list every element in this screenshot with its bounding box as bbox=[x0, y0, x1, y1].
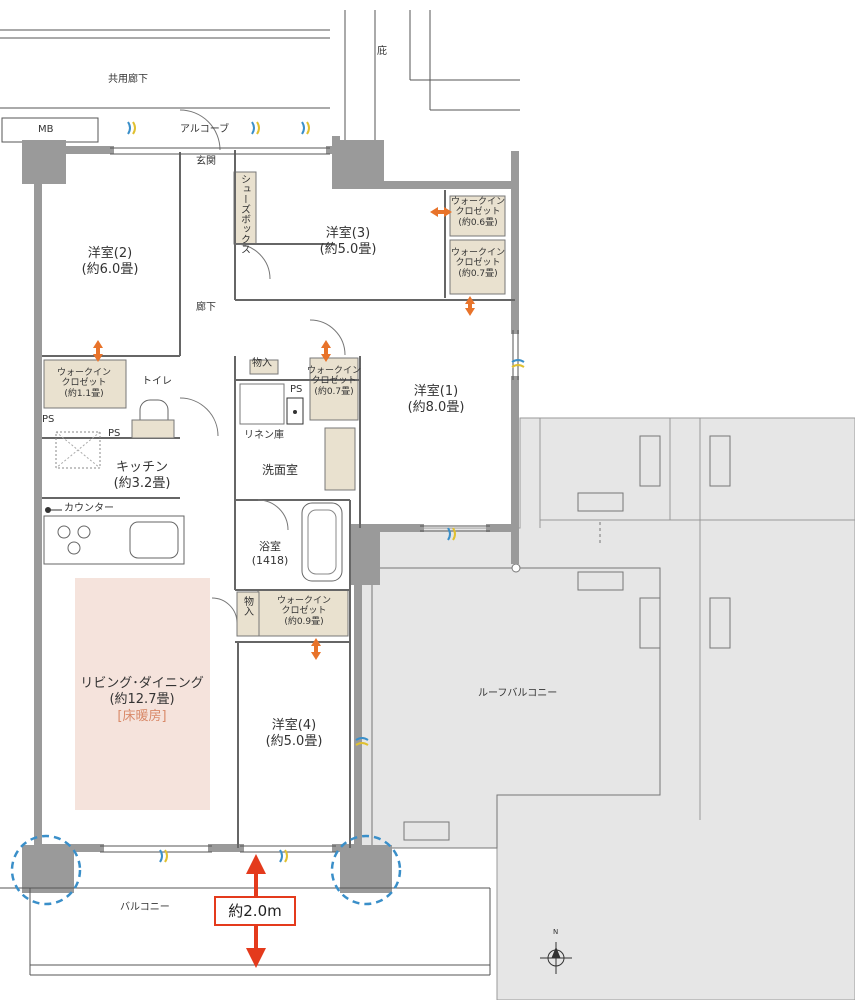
wic-e-l1: ウォークイン bbox=[276, 596, 332, 606]
room-western4-name: 洋室(4) bbox=[271, 718, 317, 733]
wic-d-box bbox=[43, 359, 127, 409]
wic-d-l3: (約1.1畳) bbox=[64, 388, 104, 399]
floor-heating-area bbox=[75, 578, 210, 810]
counter-dot bbox=[45, 507, 51, 513]
wic-d-l2: クロゼット bbox=[61, 378, 107, 389]
hall-label: 廊下 bbox=[196, 302, 216, 313]
room-living-note: [床暖房] bbox=[117, 708, 167, 724]
ps-kitchen-label: PS bbox=[108, 428, 121, 439]
room-western4-size: (約5.0畳) bbox=[265, 734, 323, 750]
washroom-label: 洗面室 bbox=[262, 463, 299, 477]
room-western2-name: 洋室(2) bbox=[87, 246, 133, 261]
ps-center-label: PS bbox=[290, 384, 303, 395]
room-western3: 洋室(3) (約5.0畳) bbox=[320, 226, 377, 259]
room-bath-name: 浴室 bbox=[258, 540, 281, 553]
wic-a-l2: クロゼット bbox=[455, 207, 501, 218]
wic-e-box bbox=[257, 589, 349, 637]
room-western2: 洋室(2) (約6.0畳) bbox=[82, 246, 139, 279]
counter-label: カウンター bbox=[64, 503, 114, 514]
wic-b-l2: クロゼット bbox=[455, 258, 501, 269]
roof-balcony-area bbox=[354, 417, 855, 1000]
roof-balcony-label: ルーフバルコニー bbox=[478, 688, 558, 699]
wic-e-l2: クロゼット bbox=[281, 606, 327, 617]
compass-icon bbox=[540, 942, 572, 974]
room-bath: 浴室 (1418) bbox=[252, 540, 289, 568]
mb-box bbox=[1, 117, 99, 143]
wic-e-l3: (約0.9畳) bbox=[284, 616, 324, 627]
wic-b-l1: ウォークイン bbox=[450, 248, 506, 258]
niwa-label: 庇 bbox=[377, 46, 387, 57]
wic-e: ウォークイン クロゼット (約0.9畳) bbox=[277, 596, 331, 627]
room-western3-size: (約5.0畳) bbox=[319, 242, 377, 258]
column-nw bbox=[22, 140, 66, 184]
wic-a-l1: ウォークイン bbox=[450, 197, 506, 207]
room-western3-name: 洋室(3) bbox=[325, 226, 371, 241]
room-kitchen: キッチン (約3.2畳) bbox=[114, 460, 171, 493]
storage2-label: 物入 bbox=[241, 596, 253, 616]
room-living-name: リビング･ダイニング bbox=[80, 676, 204, 691]
north-label: N bbox=[553, 928, 559, 936]
wic-a-box bbox=[449, 195, 506, 237]
room-western4: 洋室(4) (約5.0畳) bbox=[266, 718, 323, 751]
column-sw-circle bbox=[10, 834, 82, 906]
entrance-label: 玄関 bbox=[196, 156, 216, 167]
column-sw bbox=[22, 845, 74, 893]
ps-left-label: PS bbox=[42, 414, 55, 425]
room-kitchen-size: (約3.2畳) bbox=[113, 476, 171, 492]
wic-c: ウォークイン クロゼット (約0.7畳) bbox=[307, 366, 361, 397]
wic-d-l1: ウォークイン bbox=[56, 368, 112, 378]
wic-c-l1: ウォークイン bbox=[306, 366, 362, 376]
mb-label: MB bbox=[38, 124, 54, 135]
column-ne bbox=[340, 140, 384, 185]
room-western1: 洋室(1) (約8.0畳) bbox=[408, 384, 465, 417]
shoes-box-label: シューズボックス bbox=[238, 174, 250, 254]
room-western1-size: (約8.0畳) bbox=[407, 400, 465, 416]
room-bath-size: (1418) bbox=[251, 553, 289, 567]
room-western2-size: (約6.0畳) bbox=[81, 262, 139, 278]
column-e bbox=[350, 525, 380, 585]
wic-b: ウォークイン クロゼット (約0.7畳) bbox=[451, 248, 505, 279]
storage2-box bbox=[236, 591, 260, 637]
column-s bbox=[340, 845, 392, 893]
room-western1-name: 洋室(1) bbox=[413, 384, 459, 399]
alcove-label: アルコーブ bbox=[180, 124, 230, 135]
corridor-label: 共用廊下 bbox=[108, 74, 148, 85]
dimension-label: 約2.0m bbox=[214, 896, 296, 926]
wic-c-box bbox=[309, 357, 359, 421]
wic-b-box bbox=[449, 239, 506, 295]
wic-d: ウォークイン クロゼット (約1.1畳) bbox=[57, 368, 111, 399]
balcony-label: バルコニー bbox=[120, 902, 170, 913]
wic-b-l3: (約0.7畳) bbox=[458, 268, 498, 279]
storage1-label: 物入 bbox=[252, 358, 272, 369]
wic-a-l3: (約0.6畳) bbox=[458, 217, 498, 228]
wic-a: ウォークイン クロゼット (約0.6畳) bbox=[451, 197, 505, 228]
toilet-label: トイレ bbox=[142, 376, 172, 387]
linen-label: リネン庫 bbox=[244, 430, 284, 441]
sink bbox=[129, 521, 179, 559]
storage1-box bbox=[249, 359, 279, 375]
column-s-circle bbox=[330, 834, 402, 906]
wic-c-l2: クロゼット bbox=[311, 376, 357, 387]
room-kitchen-name: キッチン bbox=[115, 460, 169, 475]
bathtub bbox=[301, 502, 343, 582]
room-living-size: (約12.7畳) bbox=[109, 692, 175, 708]
room-living: リビング･ダイニング (約12.7畳) [床暖房] bbox=[80, 676, 204, 725]
wic-c-l3: (約0.7畳) bbox=[314, 386, 354, 397]
